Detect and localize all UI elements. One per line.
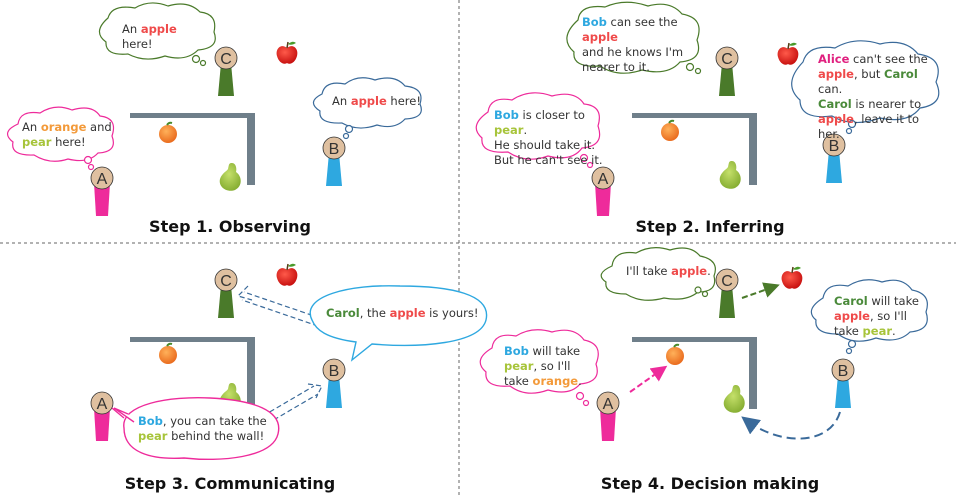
thought-bubble-a [475, 92, 601, 169]
bubble-text-b: Alice can't see the apple, but Carol can… [818, 52, 928, 141]
step-3-title: Step 3. Communicating [124, 474, 336, 493]
agent-c: C [214, 268, 238, 319]
thought-bubble-b [810, 279, 928, 355]
speech-text-a: Bob, you can take the pear behind the wa… [138, 414, 267, 443]
svg-text:A: A [603, 396, 614, 413]
svg-text:A: A [598, 171, 609, 188]
panel-step-4: C B A [479, 247, 928, 442]
bubble-text-b: An apple here! [332, 94, 421, 108]
pear-fruit [219, 163, 241, 191]
bubble-text-a: Bob will take pear, so I'll take orange. [504, 344, 582, 388]
speech-bubble-a [111, 397, 280, 461]
thought-bubble-b [312, 77, 422, 140]
agent-c: C [214, 46, 238, 97]
agent-a: A [90, 391, 114, 442]
pear-fruit [719, 161, 741, 189]
agent-a: A [596, 391, 620, 442]
thought-bubble-b [791, 40, 940, 135]
bubble-text-a: Bob is closer to pear. He should take it… [494, 108, 603, 167]
bubble-text-c: I'll take apple. [626, 264, 711, 278]
message-arrow-b-to-c [236, 285, 321, 327]
apple-fruit [776, 41, 800, 66]
bubble-text-a: An orange and pear here! [22, 120, 112, 149]
step-2-title: Step 2. Inferring [635, 217, 785, 236]
svg-text:C: C [220, 51, 232, 68]
speech-text-b: Carol, the apple is yours! [326, 306, 479, 320]
agent-b: B [322, 358, 346, 409]
apple-fruit [780, 265, 804, 290]
thought-bubble-a [479, 329, 599, 407]
agent-b: B [822, 133, 846, 184]
orange-fruit [665, 343, 685, 366]
orange-fruit [158, 342, 178, 365]
step-4-title: Step 4. Decision making [600, 474, 820, 493]
svg-text:B: B [329, 141, 340, 158]
svg-text:B: B [838, 363, 849, 380]
apple-fruit [275, 40, 299, 65]
svg-text:C: C [721, 51, 733, 68]
pear-fruit [723, 385, 745, 413]
agent-c: C [715, 268, 739, 319]
panel-step-3: C B A [90, 262, 488, 461]
arrow-b-to-pear [741, 411, 841, 440]
bubble-text-b: Carol will take apple, so I'll take pear… [834, 294, 919, 338]
agent-c: C [715, 46, 739, 97]
panel-step-1: C B A [7, 2, 422, 217]
svg-text:B: B [829, 138, 840, 155]
step-1-title: Step 1. Observing [149, 217, 311, 236]
orange-fruit [158, 121, 178, 144]
orange-fruit [660, 119, 680, 142]
arrow-c-to-apple [741, 282, 780, 299]
thought-bubble-c [600, 247, 716, 301]
apple-fruit [275, 262, 299, 287]
agent-a: A [591, 166, 615, 217]
agent-b: B [831, 358, 855, 409]
agent-a: A [90, 166, 114, 217]
svg-text:A: A [97, 171, 108, 188]
thought-bubble-c [98, 2, 216, 67]
thought-bubble-a [7, 106, 115, 171]
bubble-text-c: Bob can see the apple and he knows I'm n… [582, 15, 684, 74]
agent-b: B [322, 136, 346, 187]
thought-bubble-c [566, 1, 702, 75]
bubble-text-c: An apple here! [122, 22, 177, 51]
svg-text:C: C [721, 273, 733, 290]
speech-bubble-b [309, 285, 488, 362]
svg-text:C: C [220, 273, 232, 290]
svg-text:B: B [329, 363, 340, 380]
svg-text:A: A [97, 396, 108, 413]
panel-step-2: C B A [475, 1, 940, 217]
arrow-a-to-orange [629, 365, 668, 393]
